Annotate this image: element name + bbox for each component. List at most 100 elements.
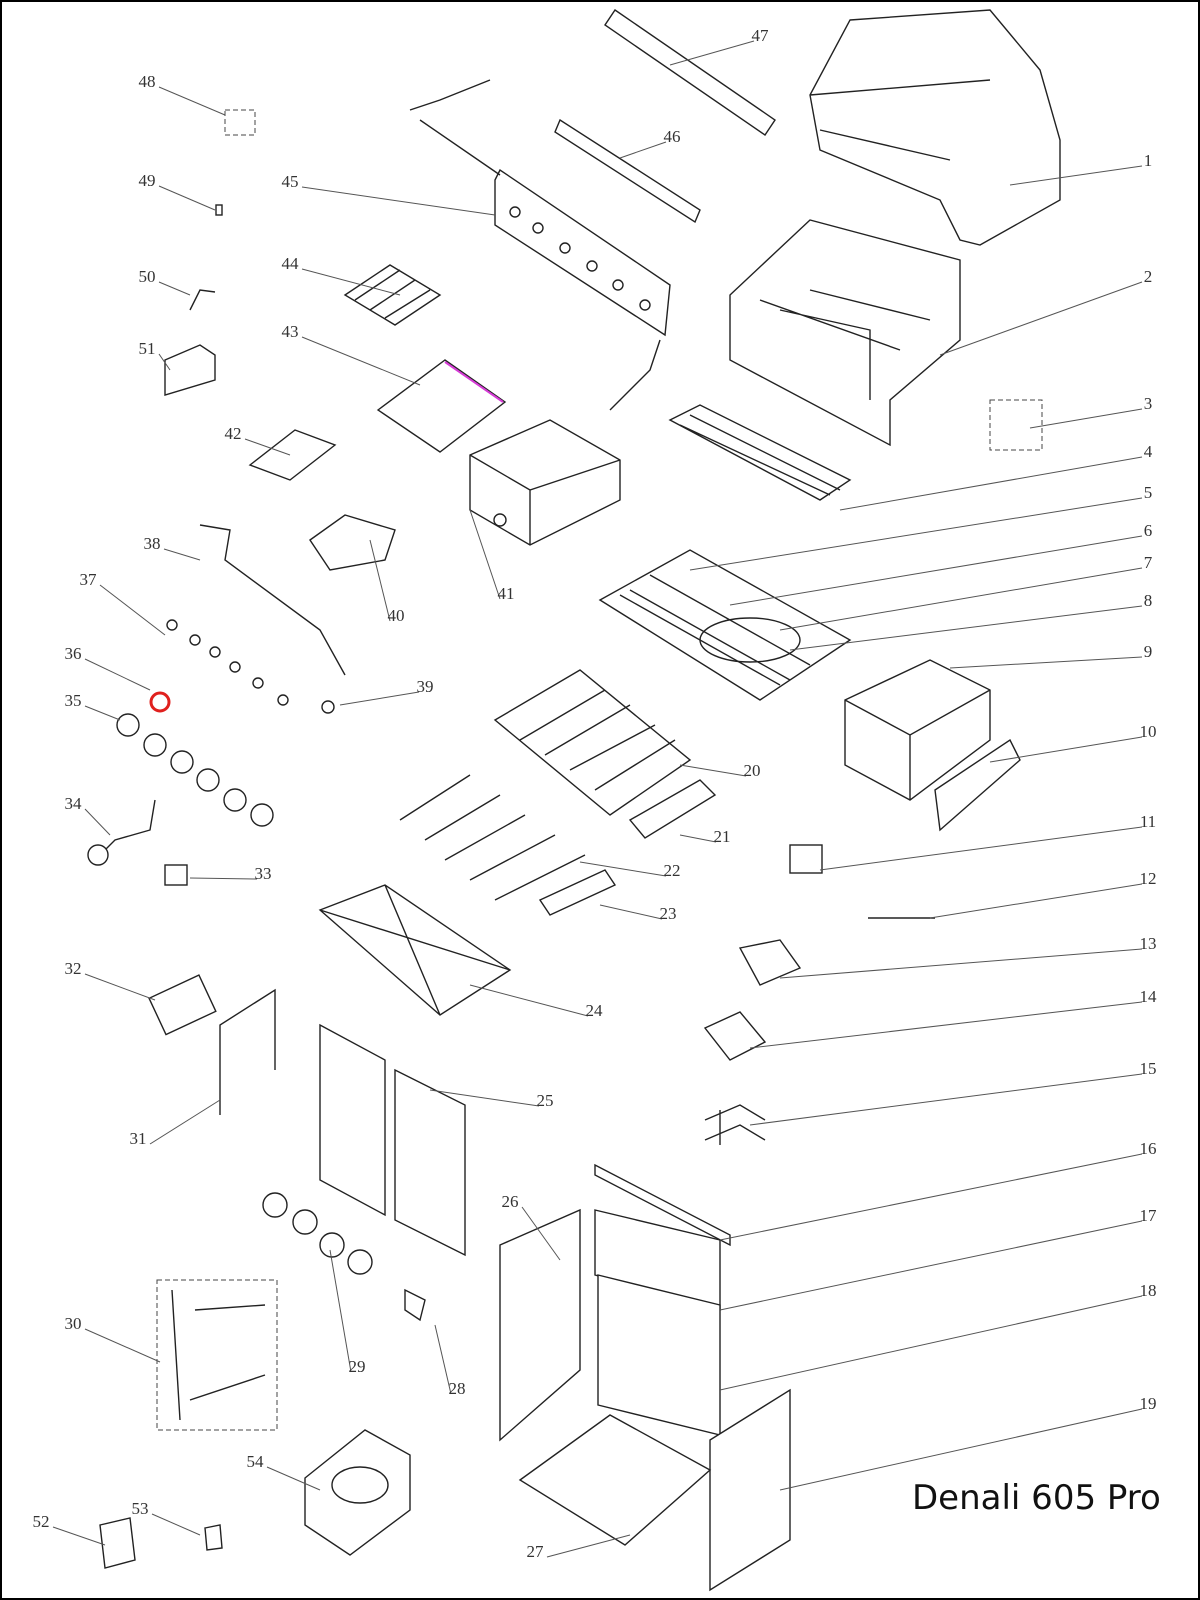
part-number-label: 45 — [282, 172, 299, 191]
part-number-label: 25 — [537, 1091, 554, 1110]
part-left-door — [319, 1023, 386, 1217]
leader-line-24 — [469, 984, 589, 1017]
leader-line-6 — [729, 535, 1143, 606]
part-top-rail — [594, 1163, 731, 1247]
part-grease-cup — [703, 1011, 767, 1061]
part-number-label: 43 — [282, 322, 299, 341]
part-number-label: 36 — [65, 644, 82, 663]
leader-line-47 — [669, 40, 755, 66]
leader-line-41 — [469, 509, 501, 600]
leader-line-52 — [52, 1526, 106, 1546]
part-rotisserie-grate — [343, 264, 442, 326]
leader-line-31 — [149, 1099, 221, 1145]
part-49 — [215, 204, 223, 216]
leader-line-45 — [301, 186, 496, 216]
leader-line-4 — [839, 456, 1143, 511]
leader-line-28 — [434, 1324, 452, 1395]
part-number-label: 48 — [139, 72, 156, 91]
leader-line-33 — [189, 877, 258, 880]
part-casters — [262, 1192, 373, 1275]
part-number-label: 16 — [1140, 1139, 1157, 1158]
part-rotisserie-tray — [248, 429, 337, 481]
leader-line-13 — [779, 948, 1143, 979]
part-drip-pan — [318, 884, 512, 1016]
part-number-label: 17 — [1140, 1206, 1158, 1225]
part-number-label: 32 — [65, 959, 82, 978]
part-lid-handle — [554, 118, 701, 224]
part-number-label: 7 — [1144, 553, 1153, 572]
part-control-panel — [494, 168, 671, 337]
leader-line-35 — [84, 705, 121, 721]
part-number-label: 18 — [1140, 1281, 1157, 1300]
part-number-label: 12 — [1140, 869, 1157, 888]
leader-line-9 — [949, 656, 1143, 669]
part-number-label: 47 — [752, 26, 770, 45]
part-number-label: 49 — [139, 171, 156, 190]
part-burners — [399, 774, 586, 901]
part-number-label: 13 — [1140, 934, 1157, 953]
leader-line-17 — [719, 1220, 1143, 1311]
part-hose-fitting — [87, 844, 109, 866]
part-heat-shield-51 — [164, 344, 216, 396]
part-control-panel-holes — [509, 206, 651, 311]
part-cooking-grates — [598, 549, 852, 701]
part-number-label: 24 — [586, 1001, 604, 1020]
part-bottom-shelf — [518, 1414, 712, 1546]
part-number-label: 44 — [282, 254, 300, 273]
part-number-label: 2 — [1144, 267, 1153, 286]
part-side-burner-hole — [493, 513, 507, 527]
leader-line-10 — [989, 736, 1143, 763]
part-cutting-board-edge — [444, 361, 504, 403]
leader-line-54 — [266, 1466, 321, 1491]
leader-line-25 — [429, 1089, 540, 1107]
part-valve-assembly — [409, 79, 661, 411]
leader-line-11 — [819, 826, 1143, 871]
part-number-label: 10 — [1140, 722, 1157, 741]
part-front-panel — [934, 738, 1021, 832]
leader-line-34 — [84, 808, 111, 836]
part-number-label: 15 — [1140, 1059, 1157, 1078]
leader-line-20 — [679, 764, 747, 777]
part-left-side-panel — [499, 1208, 581, 1442]
part-smoker-box — [309, 514, 396, 571]
part-tray-bracket — [704, 1104, 766, 1145]
part-number-label: 21 — [714, 827, 731, 846]
leader-line-23 — [599, 904, 663, 920]
part-number-label: 9 — [1144, 642, 1153, 661]
leader-line-53 — [151, 1513, 201, 1536]
leader-line-30 — [84, 1328, 161, 1363]
part-tank-tray — [304, 1429, 411, 1556]
leader-line-43 — [301, 336, 421, 386]
part-number-label: 5 — [1144, 483, 1153, 502]
leader-line-49 — [158, 185, 216, 211]
leader-line-50 — [158, 281, 191, 296]
part-door-wire — [219, 988, 276, 1115]
part-ignition-module — [148, 974, 217, 1036]
part-number-label: 34 — [65, 794, 83, 813]
leader-line-44 — [301, 268, 401, 296]
leader-line-26 — [521, 1206, 561, 1261]
leader-line-40 — [369, 539, 391, 622]
part-control-module — [789, 844, 823, 874]
part-53 — [204, 1524, 223, 1551]
leader-line-2 — [939, 281, 1143, 356]
part-frame-supports-group — [156, 1279, 278, 1431]
part-right-door — [394, 1068, 466, 1257]
leader-line-29 — [329, 1249, 352, 1373]
part-number-label: 41 — [498, 584, 515, 603]
part-grate-ring — [699, 617, 801, 663]
leader-line-8 — [789, 605, 1143, 651]
part-number-label: 37 — [80, 570, 98, 589]
leader-line-42 — [244, 438, 291, 456]
part-number-label: 22 — [664, 861, 681, 880]
leader-line-5 — [689, 497, 1143, 571]
part-number-label: 35 — [65, 691, 82, 710]
part-frame-supports — [171, 1289, 266, 1421]
part-regulator — [164, 864, 188, 886]
part-hinge-bracket — [404, 1288, 426, 1322]
part-number-label: 29 — [349, 1357, 366, 1376]
part-number-label: 3 — [1144, 394, 1153, 413]
leader-line-3 — [1029, 408, 1143, 429]
